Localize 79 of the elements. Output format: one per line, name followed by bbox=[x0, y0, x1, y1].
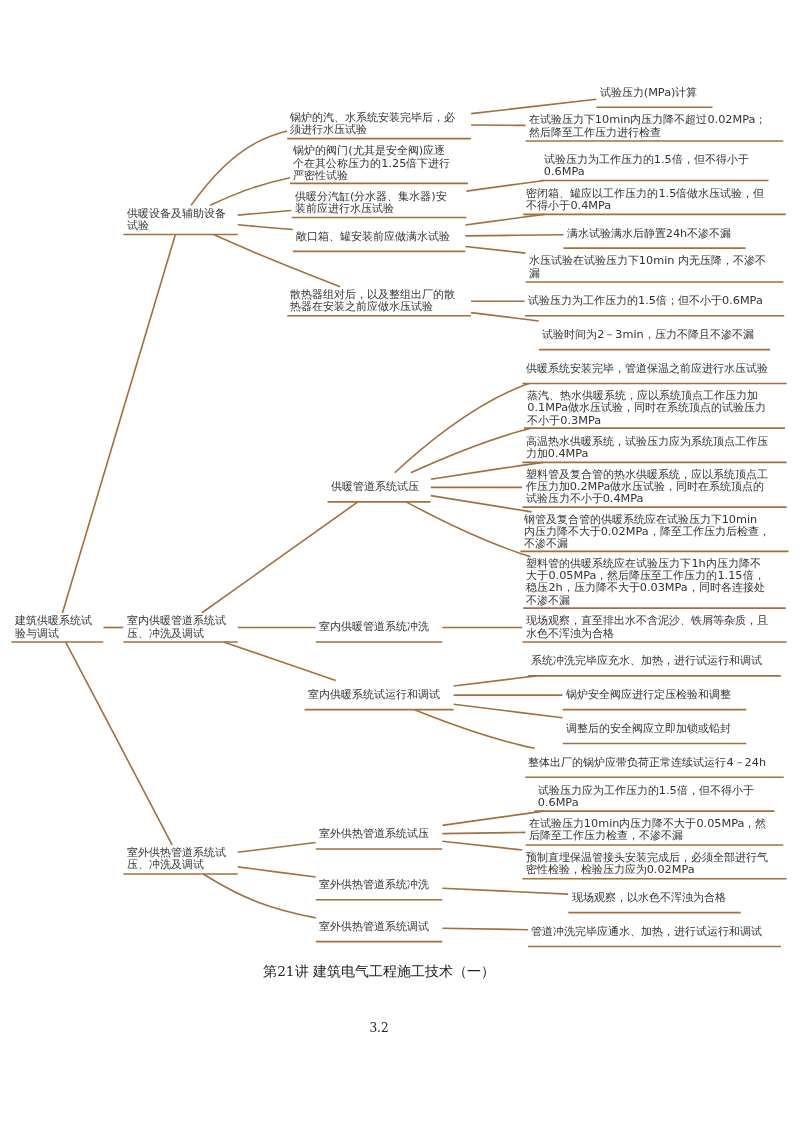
label: 3.2 bbox=[369, 1020, 389, 1035]
connector bbox=[441, 809, 545, 826]
connector bbox=[212, 233, 341, 288]
node-text: 锅炉的阀门(尤其是安全阀)应逐个在其公称压力的1.25倍下进行严密性试验 bbox=[293, 143, 451, 182]
node-text: 敞口箱、罐安装前应做满水试验 bbox=[296, 229, 451, 243]
label: 第21讲 建筑电气工程施工技术（一） bbox=[263, 962, 495, 979]
node-text: 室外供热管道系统试压 bbox=[319, 826, 430, 840]
node-text: 调整后的安全阀应立即加锁或铅封 bbox=[565, 721, 731, 735]
node-text: 水压试验在试验压力下10min 内无压降，不渗不漏 bbox=[528, 253, 767, 280]
node-text: 钢管及复合管的供暖系统应在试验压力下10min内压力降不大于0.02MPa，降至工作压力后检查，不渗不漏 bbox=[523, 512, 770, 550]
connector bbox=[405, 500, 532, 557]
connector bbox=[430, 461, 544, 480]
connector bbox=[470, 311, 540, 322]
node-text: 高温热水供暖系统，试验压力应为系统顶点工作压力加0.4MPa bbox=[525, 434, 768, 460]
node-text: 室内供暖系统试运行和调试 bbox=[307, 687, 440, 701]
connector bbox=[61, 233, 177, 614]
node-text: 锅炉安全阀应进行定压检验和调整 bbox=[565, 687, 731, 701]
connector bbox=[236, 209, 293, 216]
node-text: 整体出厂的锅炉应带负荷正常连续试运行4－24h bbox=[528, 755, 767, 769]
node-text: 试验压力为工作压力的1.5倍；但不小于0.6MPa bbox=[528, 293, 763, 307]
connector bbox=[452, 702, 564, 719]
node-text: 建筑供暖系统试验与调试 bbox=[14, 613, 92, 640]
connector bbox=[441, 886, 569, 895]
connector bbox=[464, 213, 546, 226]
node-text: 供暖管道系统试压 bbox=[330, 479, 419, 493]
connector bbox=[470, 123, 527, 126]
connector bbox=[102, 626, 125, 628]
node-text: 在试验压力下10min内压力降不超过0.02MPa；然后降至工作压力进行检查 bbox=[528, 112, 767, 139]
connector bbox=[413, 708, 536, 749]
node-text: 试验压力为工作压力的1.5倍，但不得小于0.6MPa bbox=[543, 152, 749, 178]
node-text: 室内供暖管道系统试压、冲洗及调试 bbox=[126, 613, 226, 640]
connector bbox=[236, 841, 317, 853]
connector bbox=[209, 176, 291, 206]
connector bbox=[452, 693, 564, 696]
connector bbox=[236, 865, 317, 878]
connector bbox=[202, 872, 317, 919]
connector bbox=[470, 300, 526, 302]
node-text: 现场观察，以水色不浑浊为合格 bbox=[571, 890, 726, 904]
connector bbox=[409, 426, 532, 474]
connector bbox=[236, 626, 317, 628]
connector bbox=[429, 494, 533, 513]
node-text: 试验时间为2－3min，压力不降且不渗不漏 bbox=[542, 327, 754, 341]
node-text: 塑料管的供暖系统应在试验压力下1h内压力降不大于0.05MPa，然后降压至工作压力的1.15倍，稳压2h，压力降不大于0.03MPa，同时各连接处不渗不漏 bbox=[526, 556, 765, 607]
connector bbox=[464, 233, 565, 237]
connector bbox=[464, 245, 527, 254]
node-text: 预制直埋保温管接头安装完成后，必须全部进行气密性检验，检验压力应为0.02MPa bbox=[525, 850, 768, 876]
connector bbox=[190, 129, 288, 206]
connector bbox=[429, 486, 523, 488]
connector bbox=[64, 640, 173, 846]
node-text: 室内供暖管道系统冲洗 bbox=[319, 619, 430, 633]
connector bbox=[201, 500, 359, 614]
node-text: 蒸汽、热水供暖系统，应以系统顶点工作压力加0.1MPa做水压试验，同时在系统顶点的试验压力不小于0.3MPa bbox=[527, 388, 767, 426]
connector bbox=[470, 98, 598, 114]
connector bbox=[222, 640, 337, 681]
node-text: 系统冲洗完毕应充水、加热，进行试运行和调试 bbox=[531, 653, 763, 667]
node-text: 室外供热管道系统试压、冲洗及调试 bbox=[126, 845, 226, 871]
connector bbox=[441, 840, 523, 851]
node-text: 密闭箱、罐应以工作压力的1.5倍做水压试验，但不得小于0.4MPa bbox=[526, 186, 765, 212]
node-text: 现场观察，直至排出水不含泥沙、铁屑等杂质，且水色不浑浊为合格 bbox=[525, 613, 768, 640]
connector bbox=[452, 674, 538, 687]
connector bbox=[465, 179, 546, 192]
node-text: 试验压力(MPa)计算 bbox=[599, 85, 698, 99]
node-text: 管道冲洗完毕应通水、加热，进行试运行和调试 bbox=[531, 924, 763, 938]
node-text: 满水试验满水后静置24h不渗不漏 bbox=[566, 226, 732, 240]
node-text: 室外供热管道系统冲洗 bbox=[319, 877, 430, 891]
node-text: 供暖系统安装完毕，管道保温之前应进行水压试验 bbox=[525, 361, 768, 375]
connector bbox=[441, 926, 529, 931]
node-text: 塑料管及复合管的热水供暖系统，应以系统顶点工作压力加0.2MPa做水压试验，同时在系统顶点的试验压力不小于0.4MPa bbox=[525, 467, 768, 505]
node-text: 试验压力应为工作压力的1.5倍，但不得小于0.6MPa bbox=[537, 783, 754, 809]
connector bbox=[441, 831, 527, 834]
node-text: 在试验压力10min内压力降不大于0.05MPa，然后降至工作压力检查，不渗不漏 bbox=[528, 816, 767, 842]
connector bbox=[393, 382, 530, 474]
node-text: 室外供热管道系统调试 bbox=[319, 919, 430, 933]
node-text: 散热器组对后，以及整组出厂的散热器在安装之前应做水压试验 bbox=[290, 287, 456, 313]
node-text: 锅炉的汽、水系统安装完毕后，必须进行水压试验 bbox=[290, 110, 456, 136]
node-text: 供暖分汽缸(分水器、集水器)安装前应进行水压试验 bbox=[294, 189, 447, 215]
node-text: 供暖设备及辅助设备试验 bbox=[126, 206, 226, 232]
connector bbox=[236, 223, 294, 230]
connector bbox=[441, 626, 523, 628]
